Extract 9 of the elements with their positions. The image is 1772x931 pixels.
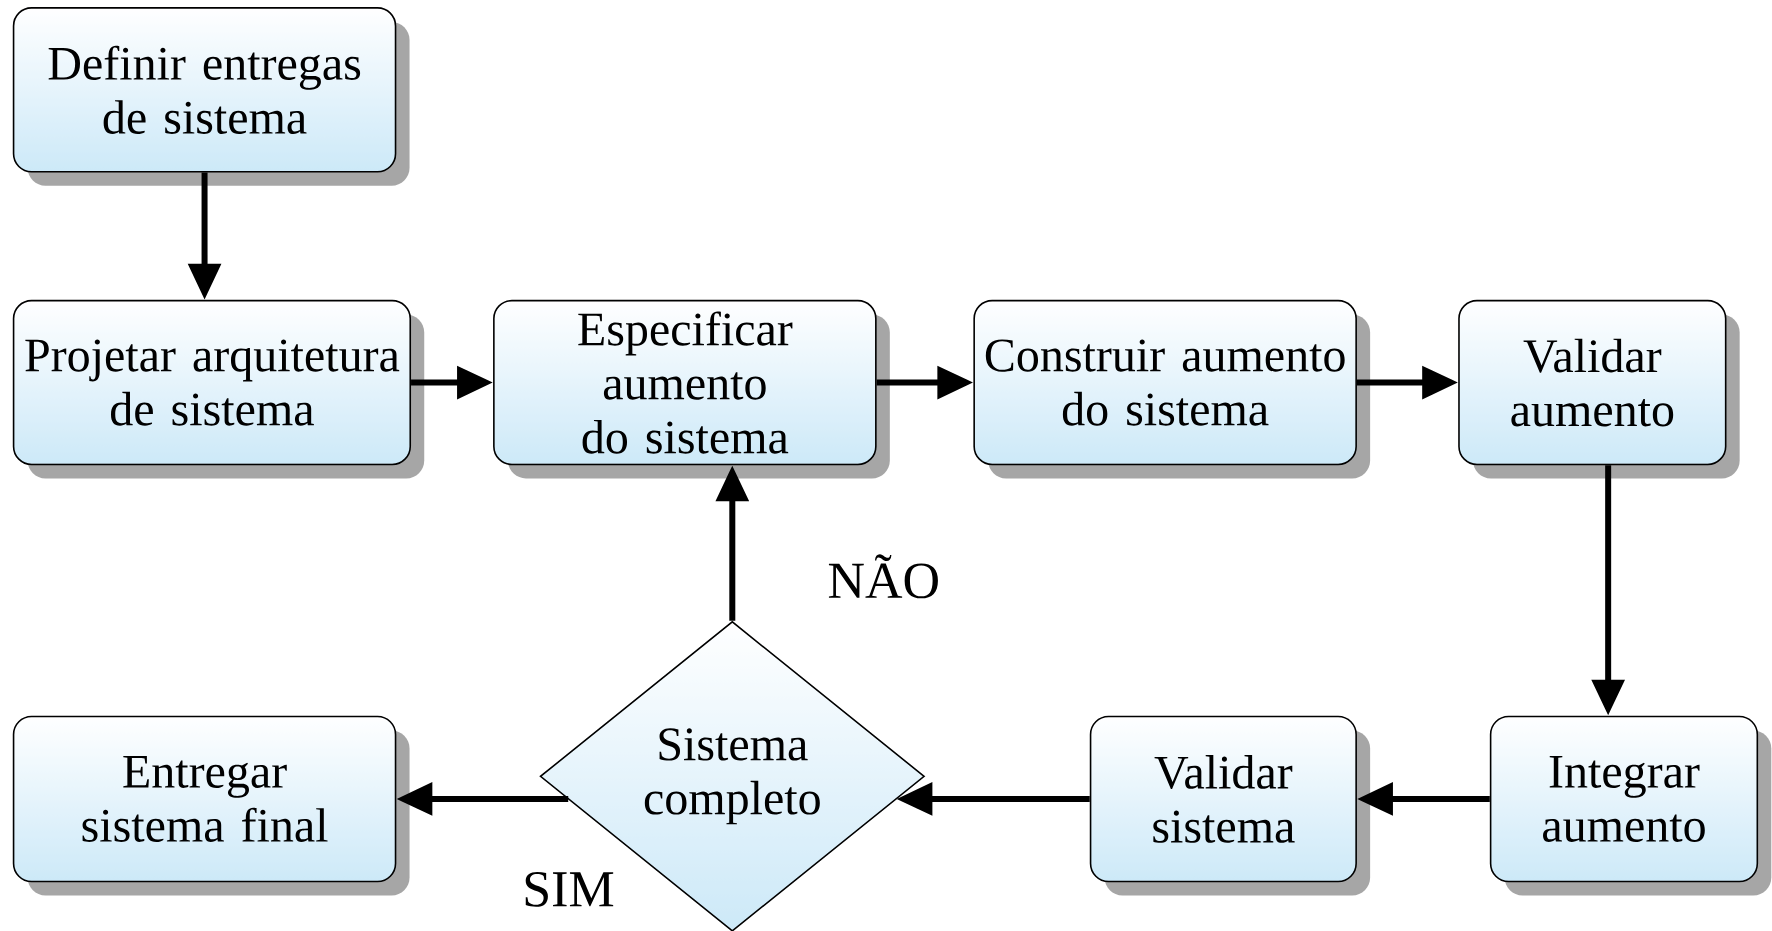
process-box: Projetar arquitetura de sistema <box>12 299 425 479</box>
process-box: Especificar aumento do sistema <box>493 299 890 479</box>
process-box: Integrar aumento <box>1489 715 1772 896</box>
process-box: Validar sistema <box>1089 715 1371 896</box>
process-box: Construir aumento do sistema <box>973 299 1371 479</box>
process-box: Validar aumento <box>1458 299 1740 479</box>
process-box: Definir entregas de sistema <box>12 7 410 186</box>
edge-label: NÃO <box>828 554 938 599</box>
process-box: Entregar sistema final <box>12 715 410 896</box>
